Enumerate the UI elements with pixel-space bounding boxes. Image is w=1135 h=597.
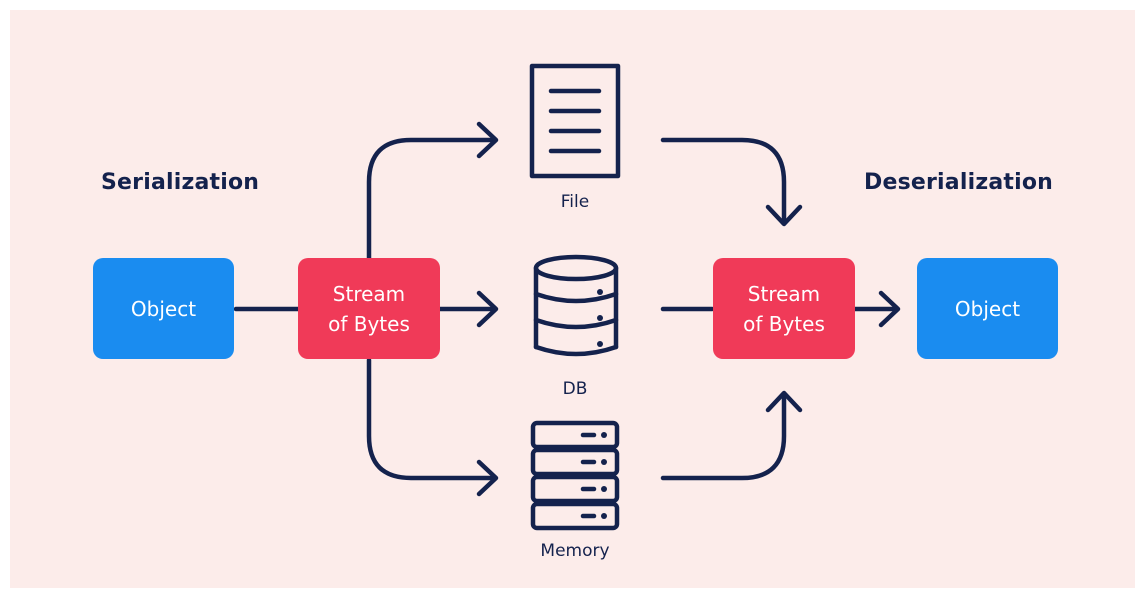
target-stream-node: Stream of Bytes (713, 258, 855, 359)
connector-file-to-stream (660, 137, 787, 223)
document-icon (529, 63, 621, 179)
deserialization-heading: Deserialization (864, 170, 1054, 195)
source-stream-label: Stream of Bytes (328, 281, 410, 336)
arrowhead-file-down (765, 204, 803, 227)
target-object-node: Object (917, 258, 1058, 359)
connector-stream-to-memory (366, 357, 495, 481)
memory-label: Memory (540, 541, 610, 561)
arrowhead-to-memory (476, 459, 499, 497)
target-object-label: Object (954, 296, 1021, 321)
arrowhead-to-file (476, 121, 499, 159)
source-object-label: Object (130, 296, 197, 321)
source-stream-node: Stream of Bytes (298, 258, 440, 359)
database-icon (533, 254, 619, 357)
server-icon (530, 420, 620, 531)
arrowhead-memory-up (765, 390, 803, 413)
arrowhead-to-object (878, 290, 901, 328)
arrowhead-to-db (476, 290, 499, 328)
file-label: File (560, 192, 590, 212)
connector-memory-to-stream (660, 393, 787, 481)
db-label: DB (562, 379, 588, 399)
source-object-node: Object (93, 258, 234, 359)
serialization-heading: Serialization (101, 170, 260, 195)
connector-stream-to-file (366, 137, 495, 261)
target-stream-label: Stream of Bytes (743, 281, 825, 336)
